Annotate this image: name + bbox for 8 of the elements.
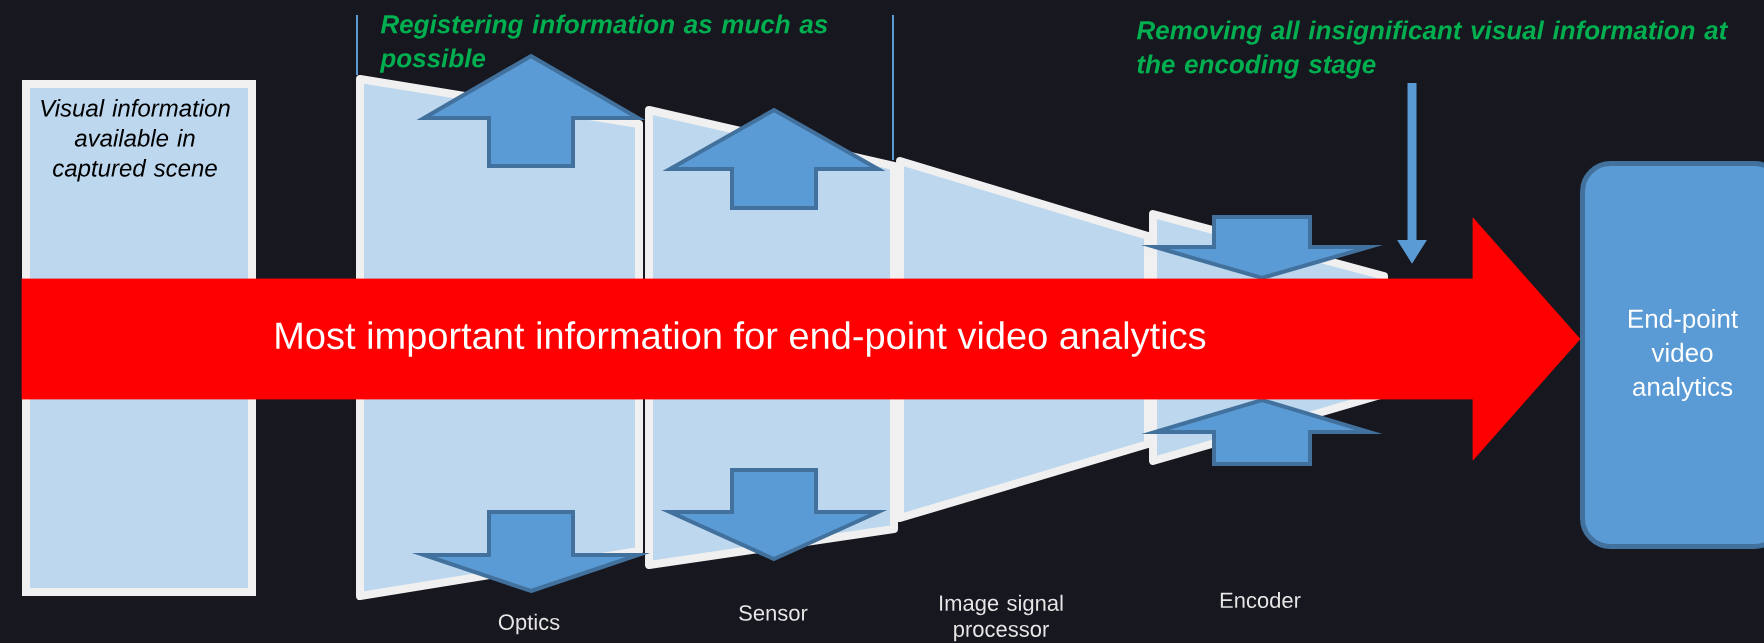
note-text: Removing all insignificant visual information at the encoding stage (1136, 20, 1729, 79)
analytics-box: End-point video analytics (1580, 161, 1764, 549)
note-text: Registering information as much as possible (379, 14, 828, 73)
stage-label: Encoder (1220, 591, 1301, 609)
edge-label: Most important information for end-point video analytics (271, 319, 1209, 359)
stage-label: Image signal processor (940, 594, 1063, 642)
stage-label: Optics (498, 613, 560, 635)
stage-label: Sensor (739, 605, 808, 621)
